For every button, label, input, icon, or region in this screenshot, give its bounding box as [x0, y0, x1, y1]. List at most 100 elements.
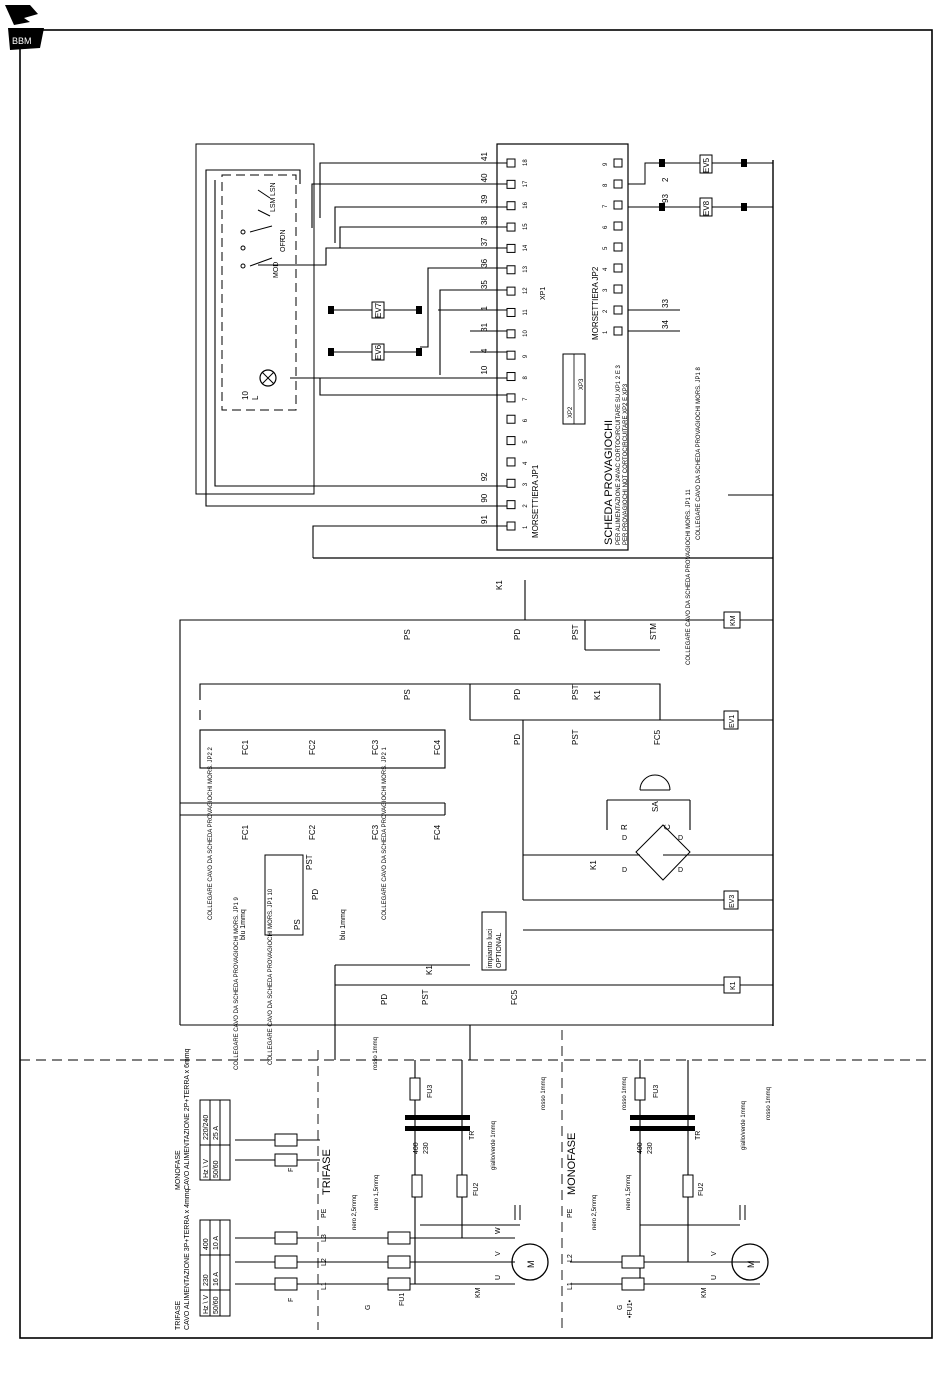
jp2-pin-number: 8: [603, 183, 609, 187]
ev7-label: EV7: [374, 302, 383, 318]
component-label: PS: [403, 629, 412, 640]
jp1-wire-number: 90: [480, 493, 489, 502]
jp1-wiring: [205, 162, 507, 550]
motor-mono-label: M: [746, 1261, 756, 1269]
coil-ev1-label: EV1: [729, 715, 736, 728]
jp1-terminal: [506, 307, 516, 317]
diode-d2: D: [678, 835, 683, 842]
motor-trifase: M: [511, 1243, 549, 1281]
fu3-mono-label: FU3: [653, 1085, 660, 1098]
jp1-terminal: [506, 201, 516, 211]
fuses-f-tri: F F: [274, 1133, 298, 1302]
component-label: PST: [571, 729, 580, 745]
mono-wire-nero25: nero 2,5mmq: [592, 1195, 598, 1230]
coil-ev3-label: EV3: [729, 895, 736, 908]
jp1-terminal: [506, 393, 516, 403]
fuse-fu1-mono: •FU1•: [621, 1255, 645, 1318]
optional-lights-box: [481, 911, 507, 971]
switch-mod-label: MOD: [273, 262, 280, 278]
section-trifase: TRIFASE: [321, 1149, 333, 1195]
mono-pe: PE: [567, 1208, 574, 1218]
mono-hz: 50/60: [213, 1160, 220, 1178]
siren-label: SA: [651, 801, 660, 812]
diagram-body: 1912903924567810941031111123513361437153…: [20, 143, 930, 1330]
fu3-tri-label: FU3: [427, 1085, 434, 1098]
note-jp2-2: COLLEGARE CAVO DA SCHEDA PROVAGIOCHI MOR…: [208, 747, 214, 920]
optional-label: OPTIONAL: [496, 932, 503, 968]
jp1-pin-number: 15: [523, 223, 529, 230]
jp2-terminal: [613, 263, 623, 273]
component-label: FC5: [653, 729, 662, 745]
tri-caption: TRIFASE: [175, 1300, 182, 1330]
jp1-wire-number: 10: [480, 365, 489, 374]
jp1-pin-number: 4: [523, 461, 529, 465]
tri-wire-rosso-a: rosso 1mmq: [373, 1037, 379, 1070]
switch-on-label: ON: [280, 230, 287, 241]
jp2-pin-number: 2: [603, 309, 609, 313]
switch-lsm-label: LSM: [270, 197, 277, 212]
siren-sa: SA: [639, 774, 671, 812]
board-title: SCHEDA PROVAGIOCHI: [603, 420, 615, 545]
jp1-terminal: [506, 372, 516, 382]
board-xp2-label: XP2: [568, 406, 574, 418]
jp2-terminal: [613, 221, 623, 231]
km-mono-label: KM: [701, 1287, 708, 1298]
ev5-label: EV5: [702, 157, 711, 173]
supply-table-monofase: [199, 1099, 231, 1181]
jp1-terminal: [506, 457, 516, 467]
note-jp1-9: COLLEGARE CAVO DA SCHEDA PROVAGIOCHI MOR…: [234, 897, 240, 1070]
earth-symbols: [514, 1205, 746, 1220]
fuse-fu3-tri: FU3: [409, 1077, 434, 1101]
jp1-wire-number: 40: [480, 173, 489, 182]
valve-ev5: EV5: [628, 154, 773, 185]
jp1-pin-number: 1: [523, 525, 529, 529]
jp1-wire-number: 92: [480, 472, 489, 481]
coil-k1-label: K1: [730, 981, 737, 990]
tri-wire-rosso-b: rosso 1mmq: [541, 1077, 547, 1110]
mono-cable: CAVO ALIMENTAZIONE 2P+TERRA x 6mmq: [184, 1048, 191, 1190]
control-panel-dashed: [221, 174, 297, 411]
tri-hz: 50/60: [213, 1296, 220, 1314]
valve-ev8: EV8: [628, 197, 773, 217]
component-label: FC2: [308, 739, 317, 755]
jp1-pin-number: 16: [523, 201, 529, 208]
jp2-terminal: [613, 158, 623, 168]
jp2-terminal: [613, 305, 623, 315]
jp1-wire-number: 35: [480, 280, 489, 289]
jp1-pin-number: 2: [523, 504, 529, 508]
motor-mono-v: V: [711, 1251, 718, 1256]
jp1-terminal: [506, 179, 516, 189]
fu2-tri-label: FU2: [473, 1183, 480, 1196]
control-circuit-wiring: [179, 580, 773, 1026]
component-label: PS: [293, 919, 302, 930]
jp1-wire-number: 36: [480, 258, 489, 267]
jp2-wire-number: 33: [661, 299, 670, 308]
component-label: PD: [513, 734, 522, 745]
jp1-terminal: [506, 478, 516, 488]
component-label: FC1: [241, 824, 250, 840]
lamp-wire-10: 10: [241, 391, 250, 400]
component-label: K1: [593, 690, 602, 700]
wire-blu-left: blu 1mmq: [240, 909, 247, 940]
motor-tri-u: U: [495, 1275, 502, 1280]
selector-switches: [240, 189, 273, 269]
motor-tri-v: V: [495, 1251, 502, 1256]
jp1-pin-number: 12: [523, 287, 529, 294]
jp1-pin-number: 8: [523, 376, 529, 380]
jp1-wire-number: 37: [480, 237, 489, 246]
motor-tri-label: M: [526, 1261, 536, 1269]
tri-hz-v: Hz \ V: [203, 1295, 210, 1314]
transformer-tr-trifase: TR 400 230: [405, 1115, 476, 1154]
mono-caption: MONOFASE: [175, 1150, 182, 1190]
jp1-pin-number: 18: [523, 159, 529, 166]
coil-ev1: EV1: [723, 710, 739, 730]
mono-wire-rosso-b: rosso 1mmq: [766, 1087, 772, 1120]
wire-blu-right: blu 1mmq: [340, 909, 347, 940]
transformer-tr-monofase: TR 400 230: [630, 1115, 702, 1154]
km-tri-label: KM: [475, 1287, 482, 1298]
valve-ev7: EV7: [328, 301, 422, 319]
monofase-power-lines: [570, 1060, 760, 1285]
jp2-pin-number: 3: [603, 288, 609, 292]
